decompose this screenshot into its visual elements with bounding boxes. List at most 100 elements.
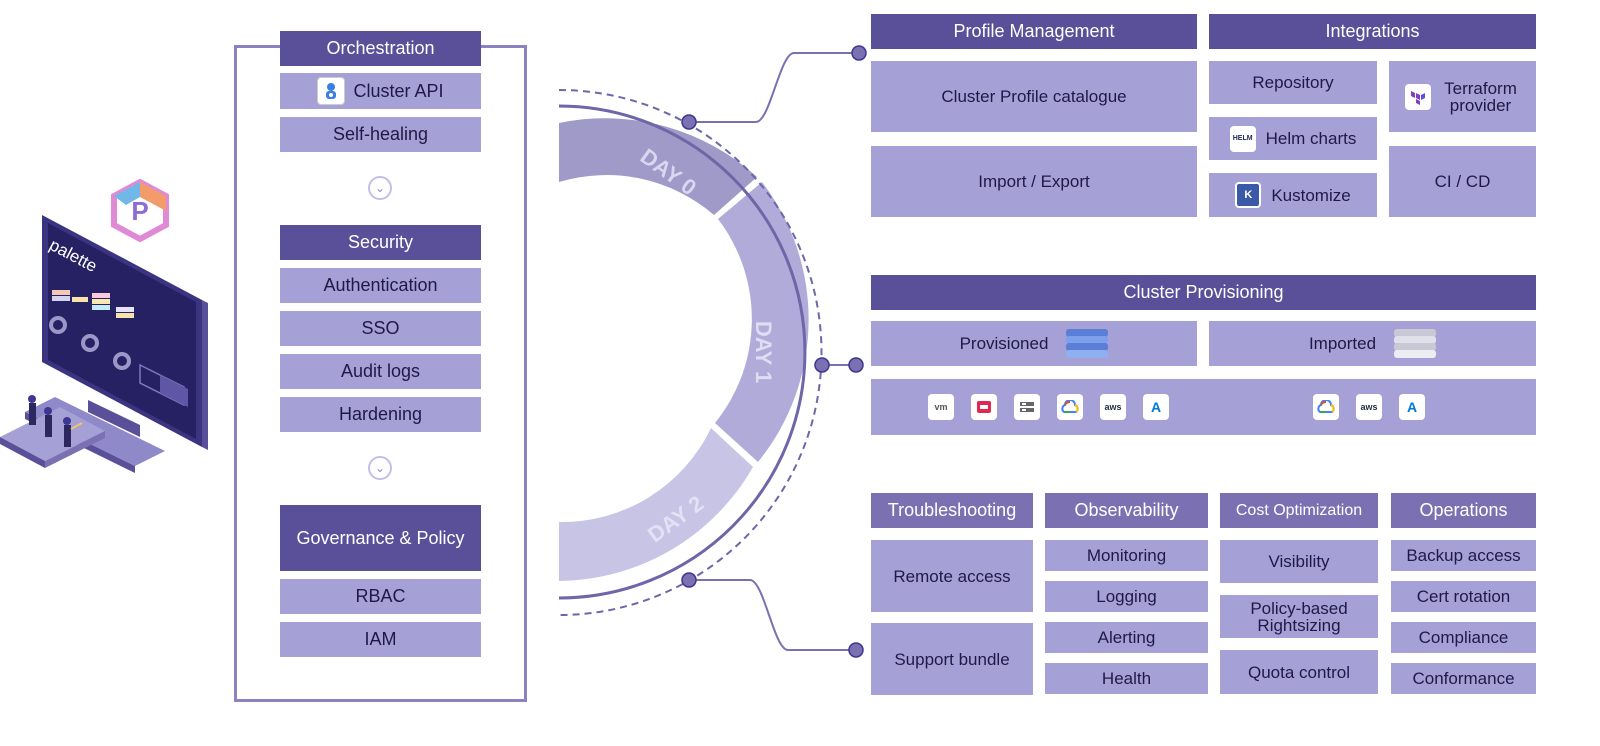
audit-logs-item: Audit logs <box>280 354 481 389</box>
health-label: Health <box>1101 669 1152 688</box>
terraform-provider-card: Terraform provider <box>1389 61 1536 132</box>
policy-based-rightsizing-card: Policy-based Rightsizing <box>1220 595 1378 638</box>
integrations-header: Integrations <box>1209 14 1536 49</box>
monitoring-card: Monitoring <box>1045 540 1208 571</box>
aws-icon: aws <box>1356 394 1382 420</box>
rbac-label: RBAC <box>355 586 406 606</box>
ci-cd-card: CI / CD <box>1389 146 1536 217</box>
operations-header: Operations <box>1391 493 1536 528</box>
cluster-api-item: Cluster API <box>280 73 481 109</box>
monitoring-label: Monitoring <box>1086 546 1167 565</box>
orchestration-header: Orchestration <box>280 31 481 66</box>
cluster-profile-catalogue-label: Cluster Profile catalogue <box>941 87 1127 106</box>
rbac-item: RBAC <box>280 579 481 614</box>
server-stack-icon <box>1066 328 1109 359</box>
compliance-label: Compliance <box>1418 628 1509 647</box>
conformance-label: Conformance <box>1412 669 1515 688</box>
kustomize-card: K Kustomize <box>1209 173 1377 217</box>
import-export-card: Import / Export <box>871 146 1197 217</box>
palette-hexagon-logo: P <box>111 178 169 243</box>
backup-access-label: Backup access <box>1406 546 1521 565</box>
openstack-icon <box>971 394 997 420</box>
governance-header-label: Governance & Policy <box>296 527 465 548</box>
troubleshooting-header-label: Troubleshooting <box>887 500 1017 520</box>
cert-rotation-label: Cert rotation <box>1416 587 1511 606</box>
day1-label: DAY 1 <box>751 321 776 383</box>
self-healing-label: Self-healing <box>332 124 429 144</box>
backup-access-card: Backup access <box>1391 540 1536 571</box>
hardening-label: Hardening <box>338 404 423 424</box>
cluster-provisioning-header-label: Cluster Provisioning <box>1123 282 1284 302</box>
ci-cd-label: CI / CD <box>1434 172 1491 191</box>
helm-icon: HELM <box>1229 125 1256 152</box>
sso-item: SSO <box>280 311 481 346</box>
lifecycle-arc: DAY 0 DAY 1 DAY 2 <box>540 70 880 630</box>
chevron-down-icon: ⌄ <box>368 176 392 200</box>
audit-logs-label: Audit logs <box>340 361 421 381</box>
self-healing-item: Self-healing <box>280 117 481 152</box>
profile-management-header-label: Profile Management <box>953 21 1115 41</box>
cluster-profile-catalogue-card: Cluster Profile catalogue <box>871 61 1197 132</box>
orchestration-header-label: Orchestration <box>326 38 435 58</box>
connector-lines <box>670 40 870 670</box>
cluster-provisioning-header: Cluster Provisioning <box>871 275 1536 310</box>
helm-charts-label: Helm charts <box>1265 129 1357 148</box>
azure-icon: A <box>1399 394 1425 420</box>
chevron-down-icon: ⌄ <box>368 456 392 480</box>
policy-based-rightsizing-label: Policy-based Rightsizing <box>1250 598 1348 635</box>
cost-optimization-header: Cost Optimization <box>1220 493 1378 528</box>
cluster-api-label: Cluster API <box>353 80 444 101</box>
terraform-icon <box>1404 83 1431 110</box>
terraform-provider-label: Terraform provider <box>1444 78 1517 115</box>
observability-header: Observability <box>1045 493 1208 528</box>
governance-header: Governance & Policy <box>280 505 481 571</box>
svg-text:P: P <box>131 196 148 226</box>
authentication-label: Authentication <box>323 275 438 295</box>
vmware-icon: vm <box>928 394 954 420</box>
authentication-item: Authentication <box>280 268 481 303</box>
remote-access-card: Remote access <box>871 540 1033 612</box>
imported-label: Imported <box>1308 334 1377 353</box>
hardening-item: Hardening <box>280 397 481 432</box>
provisioned-card: Provisioned <box>871 321 1197 366</box>
support-bundle-card: Support bundle <box>871 623 1033 695</box>
server-icon <box>1014 394 1040 420</box>
profile-management-header: Profile Management <box>871 14 1197 49</box>
google-cloud-icon <box>1057 394 1083 420</box>
aws-icon: aws <box>1100 394 1126 420</box>
security-header-label: Security <box>347 232 414 252</box>
troubleshooting-header: Troubleshooting <box>871 493 1033 528</box>
alerting-label: Alerting <box>1097 628 1156 647</box>
iam-item: IAM <box>280 622 481 657</box>
azure-icon: A <box>1143 394 1169 420</box>
repository-label: Repository <box>1252 73 1334 92</box>
remote-access-label: Remote access <box>893 566 1011 586</box>
server-stack-icon <box>1394 328 1437 359</box>
quota-control-card: Quota control <box>1220 650 1378 694</box>
cert-rotation-card: Cert rotation <box>1391 581 1536 612</box>
kustomize-label: Kustomize <box>1271 185 1351 205</box>
import-export-label: Import / Export <box>978 172 1090 191</box>
logging-card: Logging <box>1045 581 1208 612</box>
logging-label: Logging <box>1096 587 1157 606</box>
google-cloud-icon <box>1313 394 1339 420</box>
quota-control-label: Quota control <box>1247 662 1351 682</box>
cost-optimization-header-label: Cost Optimization <box>1235 501 1363 519</box>
operations-header-label: Operations <box>1419 500 1508 520</box>
kustomize-icon: K <box>1235 182 1262 208</box>
health-card: Health <box>1045 663 1208 694</box>
provisioned-label: Provisioned <box>959 334 1049 353</box>
security-header: Security <box>280 225 481 260</box>
repository-card: Repository <box>1209 61 1377 104</box>
helm-charts-card: HELM Helm charts <box>1209 117 1377 160</box>
support-bundle-label: Support bundle <box>894 649 1010 669</box>
alerting-card: Alerting <box>1045 622 1208 653</box>
compliance-card: Compliance <box>1391 622 1536 653</box>
visibility-card: Visibility <box>1220 540 1378 583</box>
integrations-header-label: Integrations <box>1325 21 1420 41</box>
observability-header-label: Observability <box>1074 500 1179 520</box>
imported-card: Imported <box>1209 321 1536 366</box>
visibility-label: Visibility <box>1268 552 1330 571</box>
cluster-api-icon <box>317 77 346 105</box>
conformance-card: Conformance <box>1391 663 1536 694</box>
